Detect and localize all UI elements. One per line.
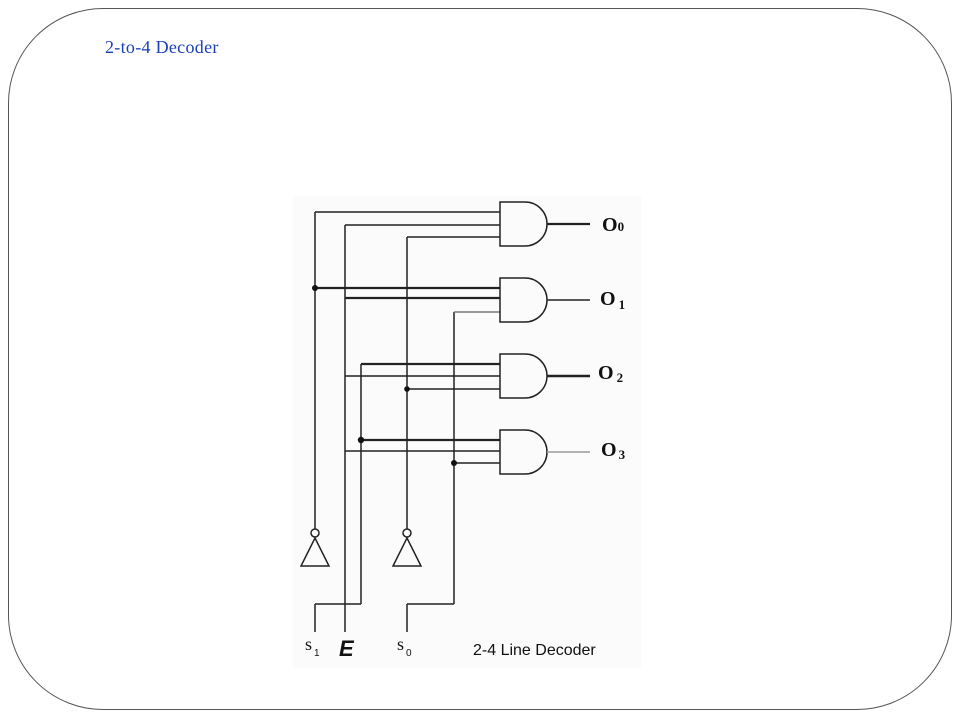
- slide-title: 2-to-4 Decoder: [105, 37, 219, 57]
- diagram-caption: 2-4 Line Decoder: [473, 642, 596, 659]
- and-gate-o1-icon: [499, 277, 548, 323]
- junction-dot: [357, 436, 365, 444]
- diagram-panel: [293, 196, 641, 668]
- inverter-s1-icon: [299, 536, 331, 567]
- and-gate-o0-icon: [499, 201, 548, 247]
- inverter-s0-bubble: [402, 528, 412, 538]
- junction-dot: [404, 386, 410, 392]
- inverter-s1-bubble: [310, 528, 320, 538]
- output-o0-label: O0: [602, 214, 624, 236]
- and-gate-o3-icon: [499, 429, 548, 475]
- inverter-s0-icon: [391, 536, 423, 567]
- input-enable-label: E: [339, 636, 355, 661]
- slide-frame: [8, 8, 952, 710]
- junction-dot: [451, 460, 457, 466]
- junction-dot: [312, 285, 318, 291]
- and-gate-o2-icon: [499, 353, 548, 399]
